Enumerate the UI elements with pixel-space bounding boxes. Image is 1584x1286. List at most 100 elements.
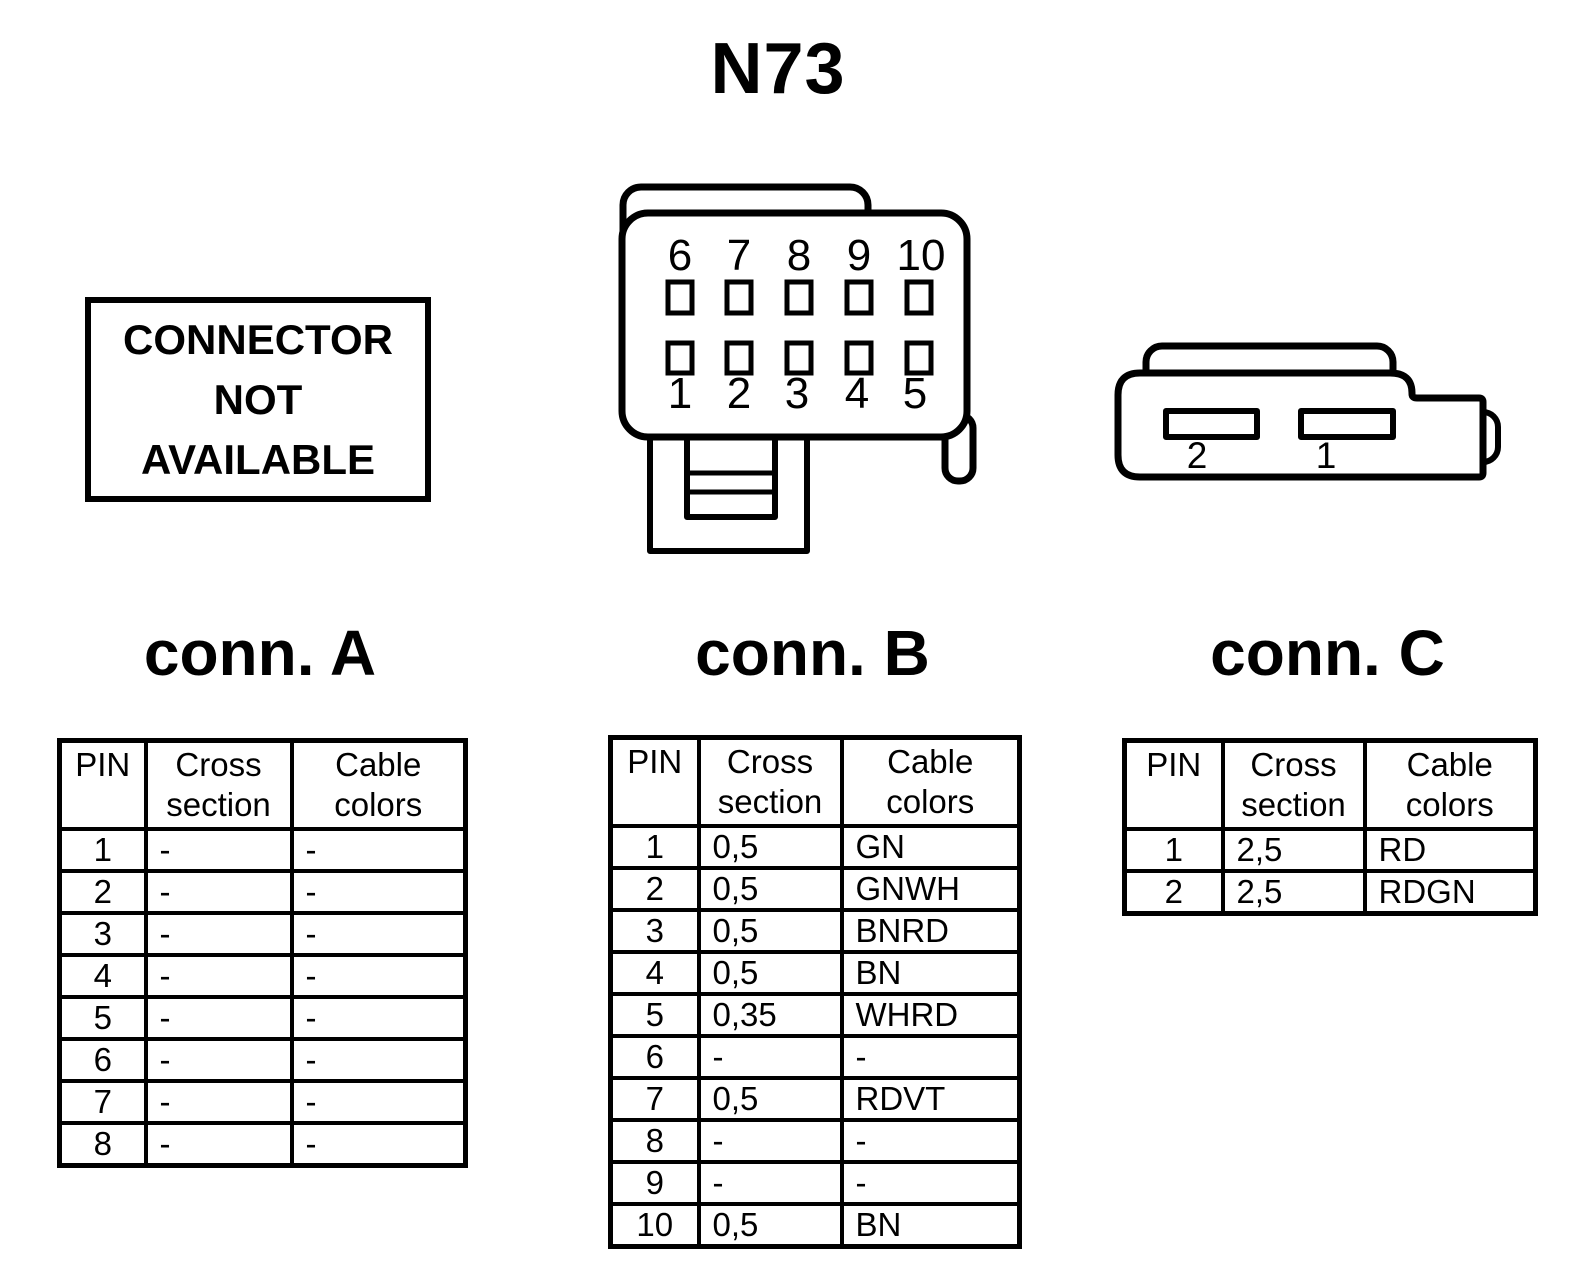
cross-section-cell: 2,5	[1220, 827, 1367, 873]
column-header-pin: PIN	[608, 735, 701, 828]
cable-colors-cell: BNRD	[839, 908, 1022, 954]
table-row: 8--	[608, 1118, 1022, 1164]
column-header-cable-colors: Cable colors	[1362, 738, 1538, 831]
connector-not-available-line: NOT	[213, 375, 303, 423]
pin-cell: 10	[608, 1202, 701, 1249]
conn-a-title: conn. A	[143, 617, 377, 689]
pin-cell: 6	[57, 1037, 148, 1083]
pin-cell: 2	[1122, 869, 1225, 916]
pin-square-1	[665, 340, 695, 376]
cable-colors-cell: RDGN	[1362, 869, 1538, 916]
cable-colors-cell: BN	[839, 950, 1022, 996]
table-row: 4--	[57, 953, 468, 999]
pin-square-2	[724, 340, 754, 376]
pin-label-5: 5	[903, 369, 927, 418]
pin-cell: 6	[608, 1034, 701, 1080]
connector-not-available-box: CONNECTOR NOT AVAILABLE	[85, 297, 431, 502]
cable-colors-cell: RDVT	[839, 1076, 1022, 1122]
cross-section-cell: -	[696, 1118, 844, 1164]
cable-colors-cell: -	[839, 1160, 1022, 1206]
pin-square-5	[904, 340, 934, 376]
cable-colors-cell: BN	[839, 1202, 1022, 1249]
pin-cell: 9	[608, 1160, 701, 1206]
table-row: 8--	[57, 1121, 468, 1168]
cable-colors-cell: -	[289, 869, 468, 915]
cross-section-cell: 0,5	[696, 1202, 844, 1249]
table-row: 1--	[57, 827, 468, 873]
column-header-pin: PIN	[1122, 738, 1225, 831]
pin-cell: 7	[57, 1079, 148, 1125]
cable-colors-cell: -	[289, 827, 468, 873]
pin-cell: 5	[608, 992, 701, 1038]
cross-section-cell: -	[696, 1160, 844, 1206]
cross-section-cell: 0,5	[696, 950, 844, 996]
table-row: 2--	[57, 869, 468, 915]
slot-1	[1298, 408, 1396, 440]
connector-b-body	[618, 209, 971, 441]
cable-colors-cell: RD	[1362, 827, 1538, 873]
slot-label-2: 2	[1187, 435, 1208, 476]
cross-section-cell: -	[143, 1079, 294, 1125]
cable-colors-cell: -	[289, 1037, 468, 1083]
cross-section-cell: 0,5	[696, 824, 844, 870]
pin-square-9	[844, 279, 874, 316]
connector-c-diagram: 2 1	[1114, 342, 1501, 481]
cross-section-cell: -	[696, 1034, 844, 1080]
table-row: 9--	[608, 1160, 1022, 1206]
connector-b-latch-inner	[684, 434, 778, 520]
pin-cell: 5	[57, 995, 148, 1041]
pin-cell: 4	[608, 950, 701, 996]
page-title: N73	[710, 29, 846, 109]
column-header-cable-colors: Cable colors	[839, 735, 1022, 828]
table-row: 5--	[57, 995, 468, 1041]
cross-section-cell: -	[143, 827, 294, 873]
conn-c-title: conn. C	[1210, 617, 1445, 689]
cross-section-cell: -	[143, 1037, 294, 1083]
cable-colors-cell: -	[289, 1121, 468, 1168]
cable-colors-cell: -	[289, 953, 468, 999]
column-header-cable-colors: Cable colors	[289, 738, 468, 831]
connector-not-available-line: AVAILABLE	[140, 435, 376, 483]
cable-colors-cell: -	[289, 995, 468, 1041]
cross-section-cell: 0,35	[696, 992, 844, 1038]
pin-cell: 8	[608, 1118, 701, 1164]
column-header-cross-section: Cross section	[696, 735, 844, 828]
pin-square-8	[784, 279, 814, 316]
cable-colors-cell: WHRD	[839, 992, 1022, 1038]
pin-cell: 7	[608, 1076, 701, 1122]
cross-section-cell: 0,5	[696, 908, 844, 954]
slot-label-1: 1	[1316, 435, 1337, 476]
cross-section-cell: -	[143, 869, 294, 915]
pin-cell: 3	[57, 911, 148, 957]
cross-section-cell: -	[143, 995, 294, 1041]
pin-label-4: 4	[845, 369, 869, 418]
cable-colors-cell: -	[839, 1118, 1022, 1164]
pin-cell: 2	[608, 866, 701, 912]
pin-label-9: 9	[847, 231, 871, 280]
pin-cell: 8	[57, 1121, 148, 1168]
cross-section-cell: 2,5	[1220, 869, 1367, 916]
cross-section-cell: 0,5	[696, 866, 844, 912]
pin-label-10: 10	[897, 231, 946, 280]
cross-section-cell: -	[143, 911, 294, 957]
cable-colors-cell: GN	[839, 824, 1022, 870]
column-header-cross-section: Cross section	[143, 738, 294, 831]
slot-2	[1163, 408, 1260, 440]
connector-not-available-line: CONNECTOR	[123, 315, 393, 363]
pin-square-7	[724, 279, 754, 316]
pin-label-1: 1	[668, 369, 692, 418]
pin-square-4	[844, 340, 874, 376]
